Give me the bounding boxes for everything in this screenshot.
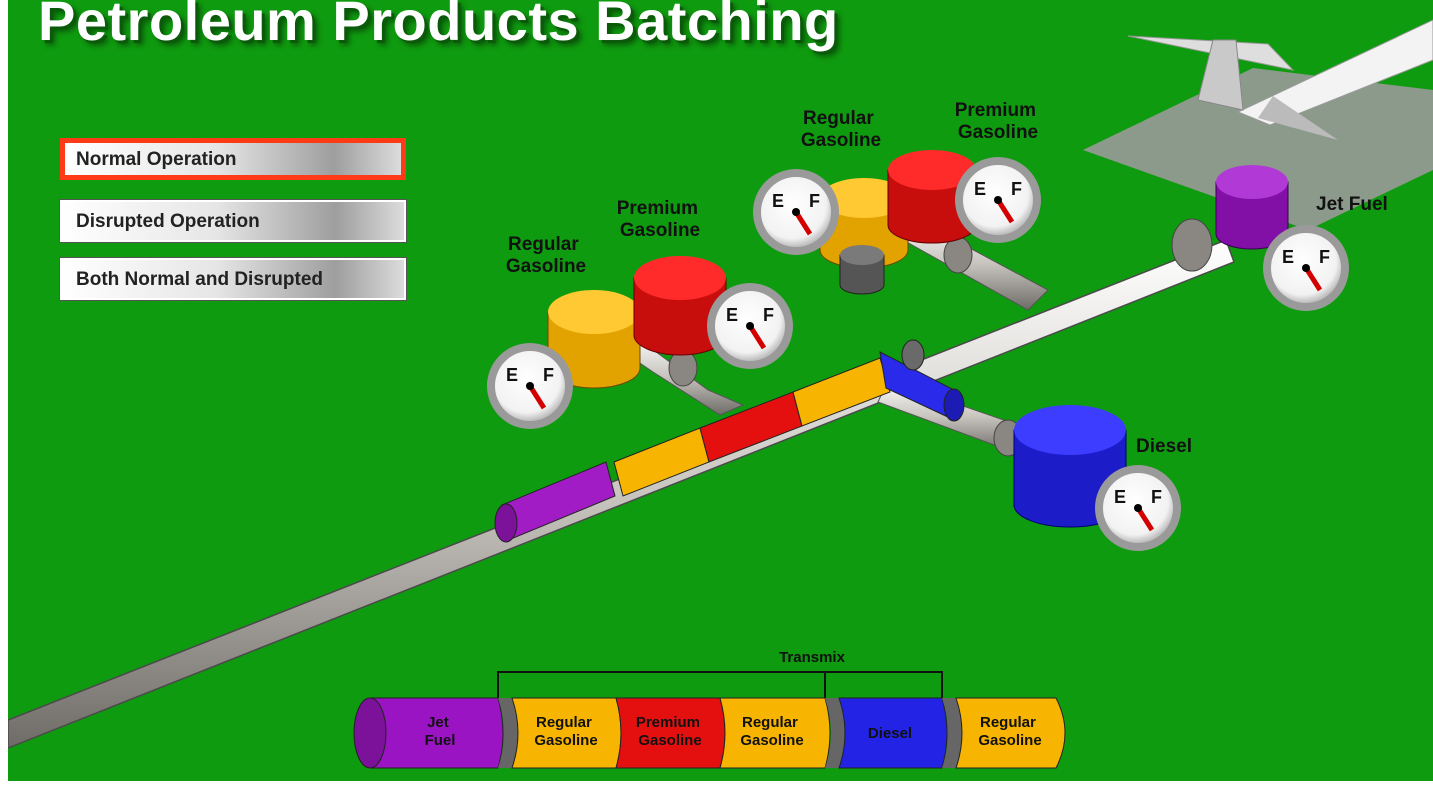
legend-segment-jet-fuel [369, 697, 504, 769]
gauge-regular-gasoline-1: E F [487, 343, 573, 429]
airport-apron [1083, 68, 1433, 230]
pipeline-diagram: E F E F E F E F E F [8, 19, 1433, 769]
gauge-premium-gasoline-1: E F [707, 283, 793, 369]
legend-separator-1 [498, 698, 518, 768]
tank-label-premium-gasoline-1: Premium Gasoline [617, 198, 704, 241]
tank-label-premium-gasoline-2: Premium Gasoline [955, 100, 1042, 143]
gauge-empty-label: E [1114, 487, 1126, 507]
legend-text-regular-1: Regular Gasoline [534, 714, 597, 749]
legend-separator-2 [825, 698, 845, 768]
tank-label-jet-fuel: Jet Fuel [1316, 194, 1388, 215]
both-normal-disrupted-button[interactable]: Both Normal and Disrupted [59, 257, 407, 301]
normal-operation-button[interactable]: Normal Operation [60, 138, 406, 180]
gauge-full-label: F [1011, 179, 1022, 199]
batch-regular-2 [792, 357, 891, 427]
transmix-label: Transmix [779, 649, 846, 666]
gauge-jet-fuel: E F [1263, 225, 1349, 311]
legend-separator-3 [942, 698, 962, 768]
tank-label-diesel: Diesel [1136, 436, 1192, 457]
gauge-empty-label: E [726, 305, 738, 325]
legend-text-jet-fuel: Jet Fuel [425, 714, 456, 749]
pipe-valve [901, 339, 925, 371]
disrupted-operation-button[interactable]: Disrupted Operation [59, 199, 407, 243]
batch-sequence-legend [353, 697, 1066, 769]
gauge-empty-label: E [974, 179, 986, 199]
legend-text-regular-2: Regular Gasoline [740, 714, 803, 749]
gauge-diesel: E F [1095, 465, 1181, 551]
tank-jet-fuel [1215, 165, 1289, 250]
gauge-empty-label: E [506, 365, 518, 385]
gauge-full-label: F [809, 191, 820, 211]
pipeline-batches [494, 339, 965, 543]
batch-jet-fuel-cap [494, 503, 518, 543]
tank-label-regular-gasoline-2: Regular Gasoline [801, 108, 881, 151]
batch-diesel-cap [943, 388, 965, 422]
gauge-regular-gasoline-2: E F [753, 169, 839, 255]
page-title: Petroleum Products Batching [38, 0, 839, 52]
gauge-full-label: F [543, 365, 554, 385]
gauge-premium-gasoline-2: E F [955, 157, 1041, 243]
legend-cap-left [353, 697, 387, 769]
tank-label-regular-gasoline-1: Regular Gasoline [506, 234, 586, 277]
transmix-bracket [497, 671, 943, 698]
tank-premium-gasoline-1 [633, 256, 727, 356]
airplane-icon [1127, 19, 1433, 140]
gauge-full-label: F [1319, 247, 1330, 267]
gauge-empty-label: E [1282, 247, 1294, 267]
legend-text-premium: Premium Gasoline [636, 714, 704, 749]
diagram-canvas: E F E F E F E F E F [8, 0, 1433, 781]
tank-premium-gasoline-2 [887, 150, 977, 244]
legend-text-regular-3: Regular Gasoline [978, 714, 1041, 749]
legend-segment-regular-3 [955, 697, 1066, 769]
tank-small-grey [839, 245, 885, 295]
jetfuel-pipe-end [1171, 218, 1213, 272]
tank-regular-gasoline-2 [819, 178, 909, 269]
gauge-full-label: F [763, 305, 774, 325]
legend-text-diesel: Diesel [868, 725, 912, 742]
gauge-empty-label: E [772, 191, 784, 211]
tank-regular-gasoline-1 [547, 290, 641, 389]
branch-pipe-end-2 [943, 236, 973, 274]
gauge-full-label: F [1151, 487, 1162, 507]
